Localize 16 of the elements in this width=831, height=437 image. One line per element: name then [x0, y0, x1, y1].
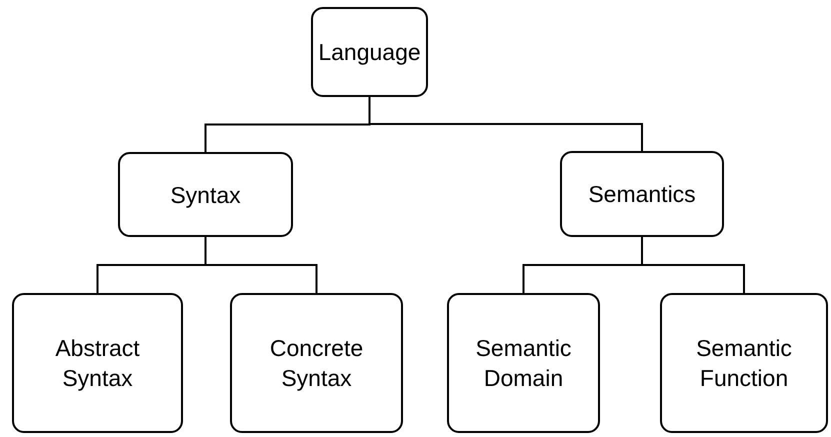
node-label: Concrete Syntax [268, 334, 364, 393]
node-label: Semantic Domain [474, 334, 572, 393]
node-label: Syntax [169, 180, 242, 210]
box [560, 151, 724, 237]
node-label: Semantics [587, 180, 697, 209]
node-label: Language [317, 38, 422, 67]
box [447, 293, 600, 433]
node-label: Semantic Function [695, 334, 793, 393]
connector-line [368, 97, 643, 151]
connector-line [204, 237, 318, 293]
node-label: Abstract Syntax [54, 334, 141, 393]
box [311, 7, 428, 97]
box [230, 293, 403, 433]
box [118, 152, 293, 237]
box [12, 293, 183, 433]
box [660, 293, 828, 433]
